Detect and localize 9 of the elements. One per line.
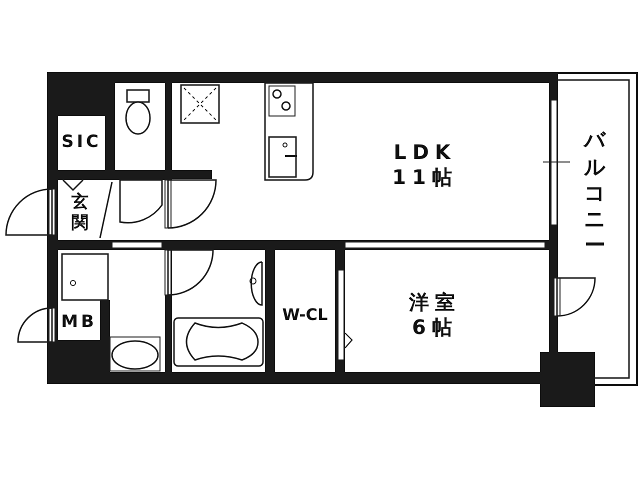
room-label: 11帖 <box>392 165 458 190</box>
room-label: 洋室 <box>409 290 461 315</box>
balcony-label: バルコニー <box>583 127 607 259</box>
room-label: LDK <box>394 140 456 165</box>
room-label: MB <box>61 312 97 334</box>
room-label: 玄関 <box>70 192 90 234</box>
room-label: SIC <box>61 132 102 154</box>
room-label: W-CL <box>282 305 328 325</box>
room-label: 6帖 <box>412 315 458 340</box>
